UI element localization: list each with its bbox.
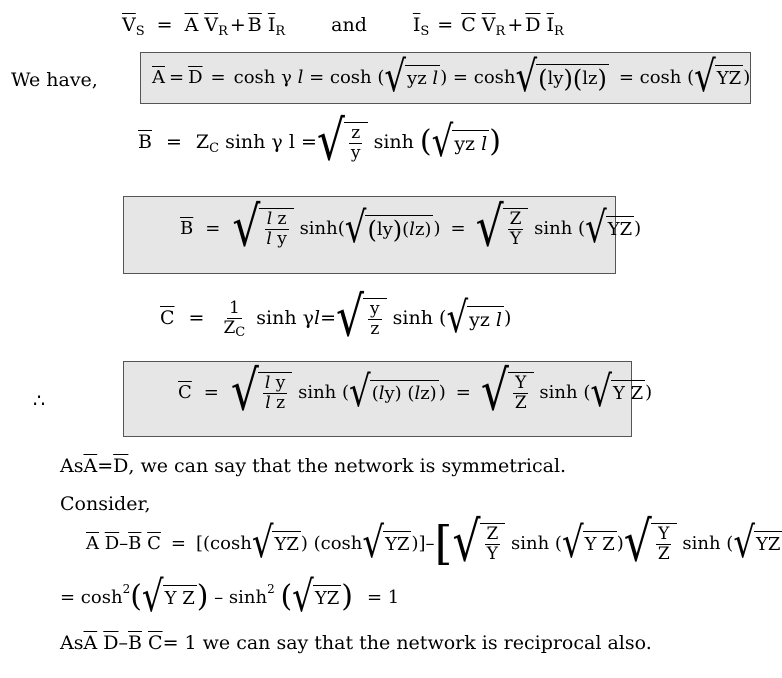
box-c	[123, 361, 632, 437]
therefore-symbol: ∴	[33, 390, 46, 412]
box-a-equals-d	[140, 52, 751, 104]
box-b	[123, 196, 616, 274]
equation-a-equals-d: A=D = cosh γ l = cosh ( √yz l) = cosh √(…	[152, 52, 751, 102]
vs-symbol: V	[122, 14, 136, 36]
we-have-label: We have,	[11, 69, 98, 91]
symmetrical-statement: As A = D, we can say that the network is…	[60, 455, 567, 477]
reciprocal-statement: As A D–B C = 1 we can say that the netwo…	[60, 632, 652, 654]
and-text: and	[331, 14, 367, 36]
consider-label: Consider,	[60, 493, 151, 515]
